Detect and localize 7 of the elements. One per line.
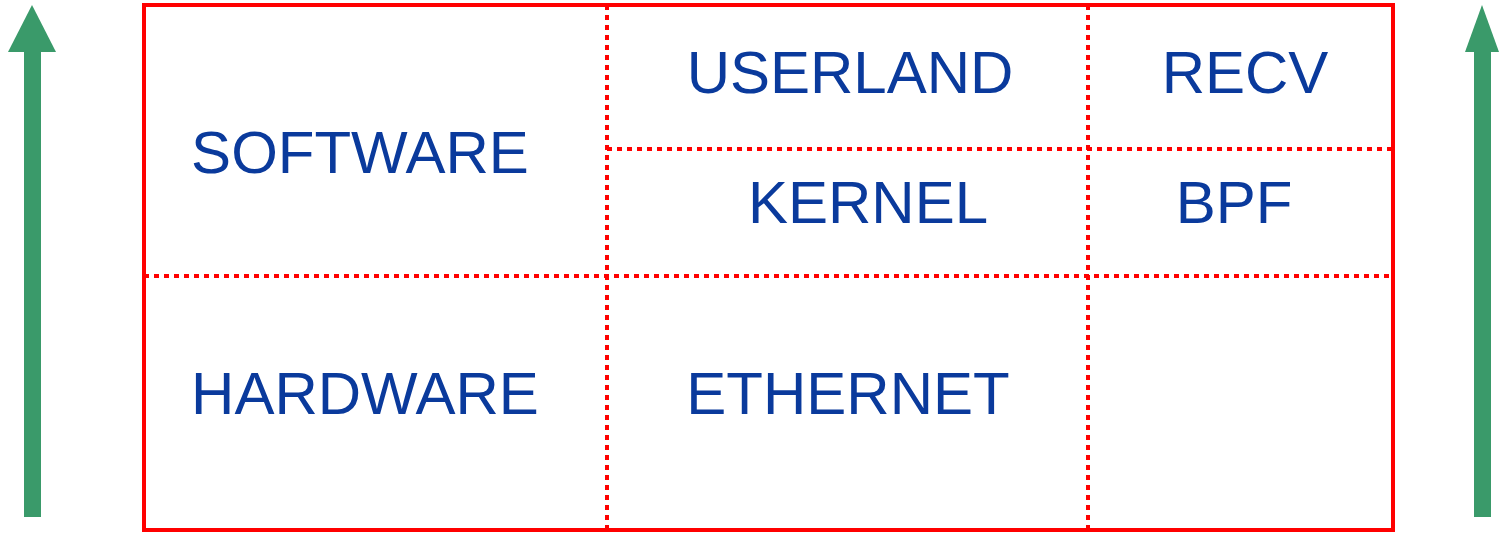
layer-label: RECV <box>1161 43 1329 103</box>
layer-label: ETHERNET <box>686 364 1010 424</box>
layer-label: USERLAND <box>686 43 1014 103</box>
layer-label: BPF <box>1175 173 1293 233</box>
layer-label: KERNEL <box>747 173 989 233</box>
layer-label: HARDWARE <box>191 364 539 424</box>
layer-label: SOFTWARE <box>191 123 529 183</box>
